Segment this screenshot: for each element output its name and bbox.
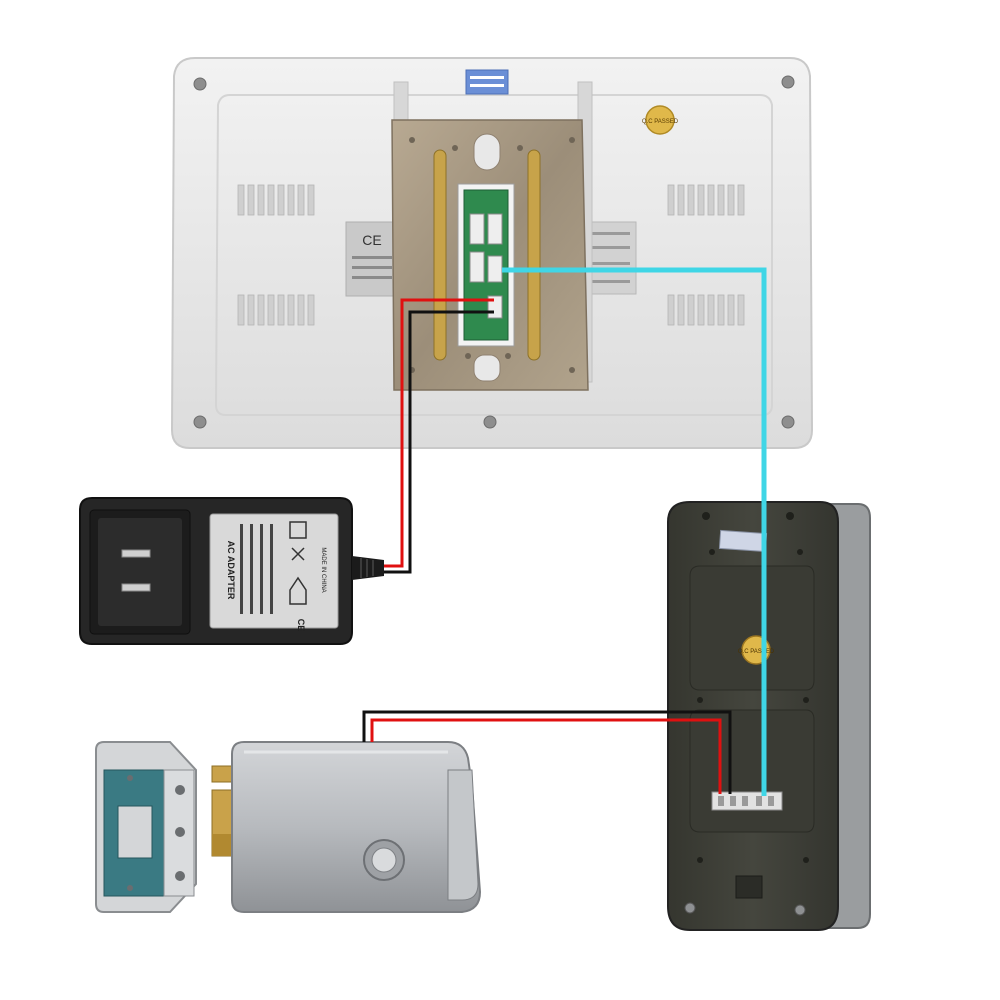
wires bbox=[362, 267, 767, 796]
power-adapter: AC ADAPTER CE MADE IN CHINA bbox=[79, 497, 384, 645]
camera-bottom-slot bbox=[735, 875, 763, 899]
lock-latch-bolt bbox=[211, 765, 233, 857]
monitor-rating-sticker bbox=[585, 221, 637, 295]
monitor-port-2 bbox=[487, 213, 503, 245]
indoor-monitor: CE Q.C PASSED bbox=[170, 57, 814, 449]
monitor-port-3 bbox=[469, 251, 485, 283]
outdoor-camera: Q.C PASSED bbox=[667, 501, 871, 931]
monitor-screws bbox=[193, 75, 795, 429]
lock-strike-plate bbox=[95, 741, 197, 913]
lock-handle-bracket bbox=[447, 769, 479, 901]
camera-screw-holes bbox=[697, 512, 809, 863]
adapter-prong-top bbox=[121, 549, 151, 558]
adapter-prong-bottom bbox=[121, 583, 151, 592]
adapter-made-in: MADE IN CHINA bbox=[320, 547, 326, 592]
lock-wire-black bbox=[362, 710, 732, 794]
monitor-port-4 bbox=[487, 255, 503, 283]
monitor-qc-text: Q.C PASSED bbox=[642, 119, 679, 125]
power-wire-red bbox=[384, 298, 494, 568]
electric-lock bbox=[95, 741, 482, 913]
camera-label-sticker bbox=[718, 529, 768, 553]
camera-lower-panel bbox=[689, 709, 815, 833]
lock-key-cylinder bbox=[363, 839, 405, 881]
camera-cable-cyan bbox=[502, 267, 767, 796]
monitor-vent-right-top bbox=[667, 184, 745, 216]
monitor-ce-sticker: CE bbox=[345, 221, 399, 297]
monitor-vent-right-bottom bbox=[667, 294, 745, 326]
camera-upper-panel bbox=[689, 565, 815, 691]
monitor-vent-left-top bbox=[237, 184, 315, 216]
camera-bottom-screws bbox=[684, 902, 806, 916]
lock-body bbox=[231, 741, 482, 913]
lock-wire-red bbox=[370, 718, 722, 794]
adapter-ce-mark: CE bbox=[296, 619, 306, 632]
monitor-vent-left-bottom bbox=[237, 294, 315, 326]
adapter-label: AC ADAPTER CE MADE IN CHINA bbox=[209, 513, 339, 632]
power-wire-black bbox=[384, 310, 494, 574]
monitor-barcode-sticker bbox=[465, 69, 509, 95]
monitor-ce-mark: CE bbox=[362, 232, 381, 248]
adapter-label-title: AC ADAPTER bbox=[226, 541, 236, 600]
monitor-port-1 bbox=[469, 213, 485, 245]
camera-qc-text: Q.C PASSED bbox=[738, 649, 775, 655]
monitor-connector-board bbox=[457, 183, 515, 347]
monitor-qc-sticker: Q.C PASSED bbox=[642, 105, 679, 135]
camera-terminal-connector bbox=[711, 791, 783, 811]
